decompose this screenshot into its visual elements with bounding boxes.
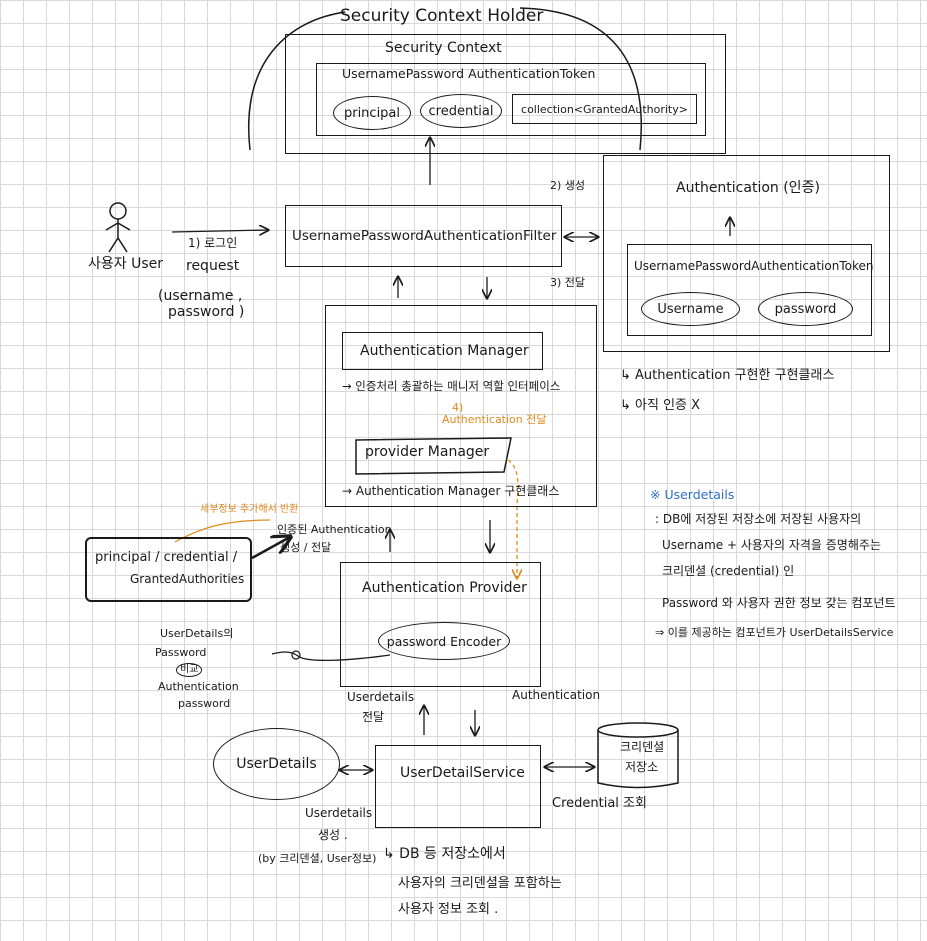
- security-context-box: [285, 34, 726, 154]
- credential-pill: credential: [420, 94, 502, 128]
- authenticated-note-2: 생성 / 전달: [280, 541, 332, 554]
- step4-label: Authentication 전달: [442, 413, 547, 426]
- principal-arrow: [251, 537, 290, 560]
- holder-token-box: [316, 63, 706, 136]
- manager-desc: → 인증처리 총괄하는 매니저 역할 인터페이스: [342, 379, 561, 393]
- compare-line-3: 비교: [176, 663, 203, 677]
- request-label: request: [186, 258, 240, 274]
- request-arrow: [171, 230, 268, 232]
- provider-label: Authentication Provider: [362, 580, 527, 596]
- credential-lookup: Credential 조회: [552, 796, 647, 811]
- userdetailservice-label: UserDetailService: [400, 765, 525, 781]
- manager-outer-box: [325, 305, 597, 507]
- userdetails-note-1: : DB에 저장된 저장소에 저장된 사용자의: [655, 512, 862, 526]
- user-stick-figure-icon: [105, 202, 131, 253]
- encoder-compare-line: [271, 651, 391, 662]
- request-step: 1) 로그인: [188, 236, 238, 250]
- manager-impl-note: → Authentication Manager 구현클래스: [342, 484, 560, 498]
- userdetails-note-2: Username + 사용자의 자격을 증명해주는: [662, 538, 881, 552]
- compare-line-2: Password: [155, 646, 207, 659]
- authenticated-note-1: 인증된 Authentication: [277, 523, 392, 536]
- authentication-note-2: ↳ 아직 인증 X: [620, 398, 701, 413]
- userdetails-note-title: ※ Userdetails: [650, 487, 735, 502]
- db-note-1: ↳ DB 등 저장소에서: [383, 846, 506, 862]
- userdetails-ellipse: UserDetails: [213, 728, 340, 800]
- compare-line-4: Authentication: [158, 680, 239, 693]
- authentication-title: Authentication (인증): [676, 180, 820, 196]
- holder-arc-left: [248, 11, 346, 151]
- db-note-2: 사용자의 크리덴셜을 포함하는: [398, 876, 562, 891]
- authentication-box: [603, 155, 890, 352]
- flow-userdetails-1: Userdetails: [347, 690, 415, 704]
- service-create-1: Userdetails: [305, 806, 373, 820]
- auth-token-label: UsernamePasswordAuthenticationToken: [634, 259, 874, 273]
- userdetailservice-box: [375, 745, 541, 828]
- store-label-2: 저장소: [625, 760, 659, 774]
- step-create: 2) 생성: [550, 179, 586, 192]
- authentication-manager-label: Authentication Manager: [360, 343, 529, 359]
- flow-authentication: Authentication: [512, 688, 601, 702]
- compare-line-1: UserDetails의: [160, 627, 234, 640]
- principal-orange-note: 세부정보 추가해서 반환: [200, 504, 299, 515]
- store-label-1: 크리덴셜: [620, 740, 665, 754]
- service-create-3: (by 크리덴셜, User정보): [258, 852, 377, 865]
- provider-manager-shape: [355, 437, 512, 475]
- userdetails-note-5: ⇒ 이를 제공하는 컴포넌트가 UserDetailsService: [655, 626, 894, 639]
- service-create-2: 생성 .: [318, 828, 348, 842]
- holder-arc-right: [519, 7, 642, 151]
- principal-box-line2: GrantedAuthorities: [130, 572, 245, 586]
- password-pill: password: [758, 292, 853, 326]
- db-note-3: 사용자 정보 조회 .: [398, 902, 499, 917]
- auth-token-box: [627, 244, 872, 336]
- request-params-1: (username ,: [158, 288, 243, 304]
- authentication-note-1: ↳ Authentication 구현한 구현클래스: [620, 368, 835, 383]
- username-pill: Username: [641, 292, 740, 326]
- authentication-manager-box: [342, 332, 543, 370]
- password-encoder-pill: password Encoder: [378, 622, 510, 660]
- step4-num: 4): [452, 401, 464, 414]
- principal-box-line1: principal / credential /: [95, 550, 238, 565]
- principal-credential-box: [85, 537, 252, 602]
- orange-dashed-arrow: [507, 459, 518, 578]
- provider-manager-label: provider Manager: [365, 444, 490, 460]
- provider-box: [340, 562, 541, 687]
- user-label: 사용자 User: [88, 256, 164, 272]
- filter-label: UsernamePasswordAuthenticationFilter: [292, 228, 557, 244]
- filter-box: [285, 205, 562, 267]
- credential-store-cylinder: [597, 722, 679, 789]
- holder-token-title: UsernamePassword AuthenticationToken: [342, 66, 596, 81]
- collection-box: collection<GrantedAuthority>: [512, 94, 697, 124]
- step-forward: 3) 전달: [550, 276, 586, 289]
- security-context-title: Security Context: [385, 40, 502, 56]
- holder-title: Security Context Holder: [340, 6, 544, 26]
- request-params-2: password ): [168, 304, 245, 320]
- flow-userdetails-2: 전달: [362, 710, 385, 724]
- userdetails-note-4: Password 와 사용자 권한 정보 갖는 컴포넌트: [662, 596, 896, 610]
- principal-pill: principal: [333, 96, 411, 130]
- compare-line-5: password: [178, 697, 231, 710]
- userdetails-note-3: 크리덴셜 (credential) 인: [662, 564, 795, 578]
